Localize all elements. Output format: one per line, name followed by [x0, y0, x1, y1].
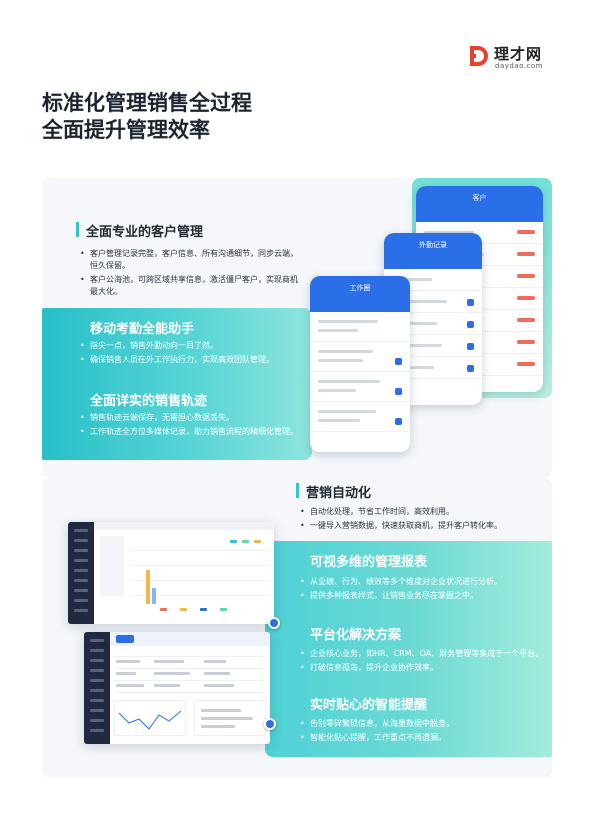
dashboard-subnav — [100, 536, 124, 596]
legend-swatch — [242, 540, 249, 543]
legend-swatch — [220, 608, 227, 611]
legend-swatch — [160, 608, 167, 611]
list-item: 智能化贴心提醒，工作重点不再遗漏。 — [300, 732, 545, 744]
phone-tabs — [310, 300, 410, 312]
reminder-bullets: 告别零碎繁琐信息，从海量数据中脱身。 智能化贴心提醒，工作重点不再遗漏。 — [300, 718, 545, 746]
attendance-section-title: 移动考勤全能助手 — [90, 322, 195, 337]
list-item: 工作轨迹全方位多媒体记录，助力销售流程的精细化管理。 — [80, 426, 305, 438]
page-headline: 标准化管理销售全过程 全面提升管理效率 — [42, 90, 252, 144]
dashboard-mockup-list — [84, 632, 270, 744]
track-bullets: 销售轨迹云端保存，无需担心数据丢失。 工作轨迹全方位多媒体记录，助力销售流程的精… — [80, 412, 305, 440]
platform-section-title: 平台化解决方案 — [310, 628, 402, 643]
brand-name: 理才网 — [494, 45, 543, 63]
list-item: 销售轨迹云端保存，无需担心数据丢失。 — [80, 412, 305, 424]
list-item — [310, 312, 410, 342]
phone-header: 客户 — [416, 186, 543, 210]
list-item: 从业绩、行为、绩效等多个维度对企业状况进行分析。 — [300, 576, 545, 588]
report-chart-area — [130, 540, 270, 612]
section-marker — [296, 483, 299, 498]
reports-bullets: 从业绩、行为、绩效等多个维度对企业状况进行分析。 提供多种报表样式，让销售业务尽… — [300, 576, 545, 604]
list-item — [310, 402, 410, 432]
customer-section-title: 全面专业的客户管理 — [86, 225, 204, 240]
legend-swatch — [200, 608, 207, 611]
list-item: 一键导入营销数据，快速获取商机，提升客户转化率。 — [300, 520, 545, 532]
phone-header: 工作圈 — [310, 276, 410, 300]
dashboard-mockup-reports — [68, 522, 274, 624]
brand-logo-icon — [470, 46, 488, 66]
phone-tabs — [384, 257, 482, 269]
automation-section-title: 营销自动化 — [306, 486, 372, 501]
automation-bullets: 自动化处理，节省工作时间，高效利用。 一键导入营销数据，快速获取商机，提升客户转… — [300, 506, 545, 534]
list-item: 打破信息孤岛，提升企业协作效率。 — [300, 662, 548, 674]
mini-chart — [114, 700, 186, 736]
list-item: 自动化处理，节省工作时间，高效利用。 — [300, 506, 545, 518]
mini-panel — [194, 700, 266, 736]
list-item: 客户公海池，可跨区域共享信息，激活僵尸客户，实现商机最大化。 — [80, 274, 300, 298]
brand-url: daydao.com — [495, 62, 543, 70]
chart-bar — [152, 588, 156, 604]
section-marker — [76, 222, 79, 237]
mini-chart-line — [118, 710, 182, 730]
reports-section-title: 可视多维的管理报表 — [310, 555, 428, 570]
list-item: 告别零碎繁琐信息，从海量数据中脱身。 — [300, 718, 545, 730]
headline-line-2: 全面提升管理效率 — [42, 118, 210, 142]
dashboard-tabs — [110, 632, 270, 646]
attendance-bullets: 指尖一点，销售外勤动向一目了然。 确保销售人员在外工作执行力，实现高效团队管理。 — [80, 340, 305, 368]
phone-header: 外勤记录 — [384, 233, 482, 257]
track-section-title: 全面详实的销售轨迹 — [90, 394, 208, 409]
list-item: 确保销售人员在外工作执行力，实现高效团队管理。 — [80, 354, 305, 366]
list-item: 客户管理记录完整，客户信息、所有沟通细节，同步云端，恒久保留。 — [80, 248, 300, 272]
list-item — [384, 291, 482, 313]
legend-swatch — [254, 540, 261, 543]
dashboard-sidebar — [84, 632, 110, 744]
list-item — [310, 372, 410, 402]
reminder-section-title: 实时贴心的智能提醒 — [310, 698, 428, 713]
customer-bullets: 客户管理记录完整，客户信息、所有沟通细节，同步云端，恒久保留。 客户公海池，可跨… — [80, 248, 300, 300]
dashboard-fab — [264, 718, 276, 730]
dashboard-topbar — [94, 522, 274, 530]
list-item — [384, 269, 482, 291]
brand-logo: 理才网 daydao.com — [468, 44, 568, 74]
list-item — [384, 335, 482, 357]
phone-mockup-front: 工作圈 — [310, 276, 410, 452]
legend-swatch — [180, 608, 187, 611]
list-item: 提供多种报表样式，让销售业务尽在掌握之中。 — [300, 590, 545, 602]
list-item — [384, 357, 482, 379]
list-item: 企业核心业务，如HR、CRM、OA、财务管理等集成于一个平台。 — [300, 648, 548, 660]
dashboard-sidebar — [68, 522, 94, 624]
list-item — [310, 342, 410, 372]
list-item — [384, 313, 482, 335]
dashboard-fab — [268, 617, 280, 629]
list-item: 指尖一点，销售外勤动向一目了然。 — [80, 340, 305, 352]
legend-swatch — [230, 540, 237, 543]
phone-tabs — [416, 210, 543, 222]
chart-bar — [146, 570, 150, 604]
headline-line-1: 标准化管理销售全过程 — [42, 91, 252, 115]
platform-bullets: 企业核心业务，如HR、CRM、OA、财务管理等集成于一个平台。 打破信息孤岛，提… — [300, 648, 548, 676]
